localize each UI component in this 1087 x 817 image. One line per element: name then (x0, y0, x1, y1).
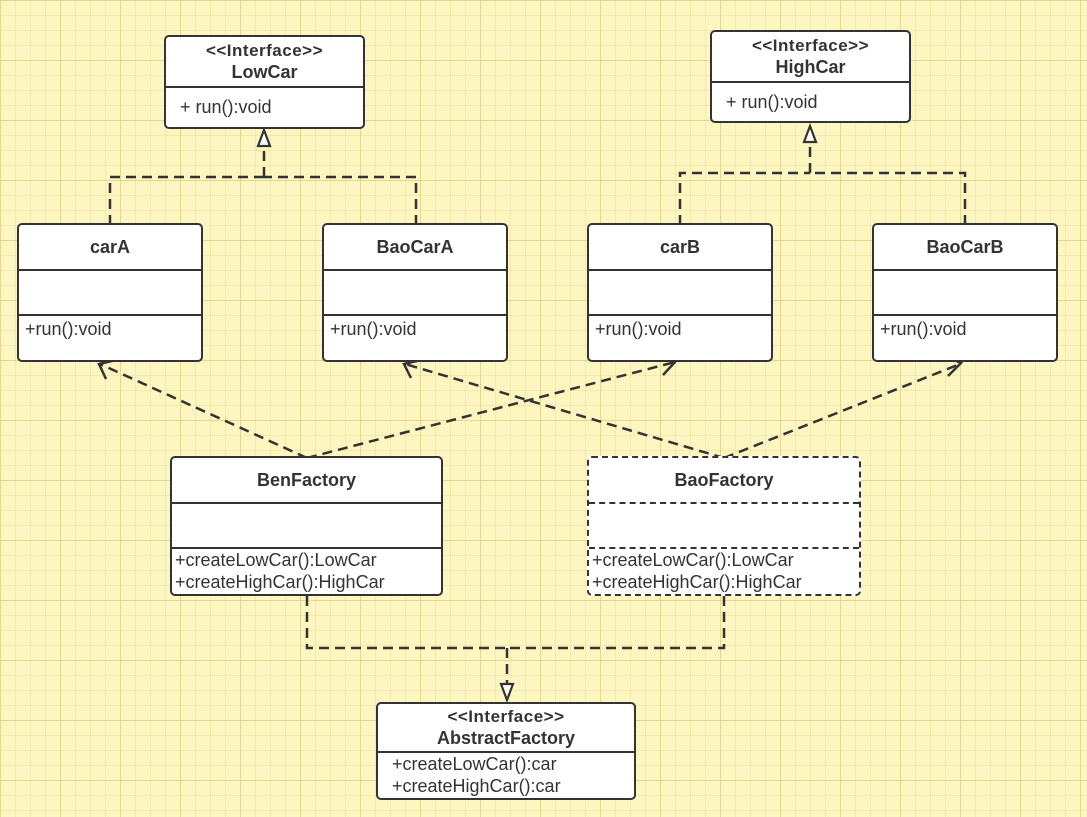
carb-attributes (589, 271, 771, 316)
baofactory-method-createhighcar: +createHighCar():HighCar (592, 572, 802, 592)
baocarb-method-run: +run():void (880, 319, 967, 339)
arrowhead-highcar (802, 122, 818, 144)
lowcar-name: LowCar (231, 61, 298, 82)
baocara-title: BaoCarA (324, 225, 506, 271)
abstractfactory-interface-box[interactable]: <<Interface>> AbstractFactory +createLow… (376, 702, 636, 800)
abstractfactory-title: <<Interface>> AbstractFactory (378, 704, 634, 753)
realization-baocarb-to-highcar (810, 171, 967, 225)
abstractfactory-stereotype: <<Interface>> (447, 706, 565, 726)
carb-methods: +run():void (589, 316, 771, 340)
benfactory-method-createlowcar: +createLowCar():LowCar (175, 550, 377, 570)
highcar-stereotype: <<Interface>> (751, 35, 870, 55)
benfactory-name: BenFactory (256, 470, 357, 490)
carb-class-box[interactable]: carB +run():void (587, 223, 773, 362)
arrowhead-abstractfactory (499, 682, 515, 704)
baocara-methods: +run():void (324, 316, 506, 340)
lowcar-method-run: + run():void (180, 97, 272, 117)
abstractfactory-method-createhighcar: +createHighCar():car (392, 776, 561, 796)
baocara-method-run: +run():void (330, 319, 417, 339)
realization-benfactory-to-abstractfactory (305, 596, 507, 650)
dependency-baofactory-baocarb (723, 362, 961, 460)
benfactory-method-createhighcar: +createHighCar():HighCar (175, 572, 385, 592)
abstractfactory-method-createlowcar: +createLowCar():car (392, 754, 557, 774)
cara-methods: +run():void (19, 316, 201, 340)
cara-title: carA (19, 225, 201, 271)
lowcar-stereotype: <<Interface>> (205, 40, 324, 60)
benfactory-title: BenFactory (172, 458, 441, 504)
baofactory-methods: +createLowCar():LowCar +createHighCar():… (589, 549, 859, 593)
highcar-method-run: + run():void (726, 92, 818, 112)
baocara-attributes (324, 271, 506, 316)
lowcar-title: <<Interface>> LowCar (166, 37, 363, 88)
baofactory-attributes (589, 504, 859, 549)
carb-name: carB (659, 237, 701, 257)
realization-carb-to-highcar (678, 171, 810, 225)
baocarb-methods: +run():void (874, 316, 1056, 340)
carb-title: carB (589, 225, 771, 271)
dependency-baofactory-baocara (404, 362, 725, 460)
dependency-benfactory-carb (306, 360, 676, 460)
realization-baofactory-to-abstractfactory (507, 596, 726, 650)
benfactory-attributes (172, 504, 441, 549)
lowcar-interface-box[interactable]: <<Interface>> LowCar + run():void (164, 35, 365, 129)
cara-method-run: +run():void (25, 319, 112, 339)
cara-class-box[interactable]: carA +run():void (17, 223, 203, 362)
baocara-name: BaoCarA (376, 237, 454, 257)
baocara-class-box[interactable]: BaoCarA +run():void (322, 223, 508, 362)
arrowhead-lowcar (256, 126, 272, 148)
baofactory-class-box[interactable]: BaoFactory +createLowCar():LowCar +creat… (587, 456, 861, 596)
highcar-interface-box[interactable]: <<Interface>> HighCar + run():void (710, 30, 911, 123)
carb-method-run: +run():void (595, 319, 682, 339)
baofactory-method-createlowcar: +createLowCar():LowCar (592, 550, 794, 570)
highcar-methods: + run():void (712, 83, 909, 113)
open-arrowhead-baocara (402, 358, 422, 379)
dependency-benfactory-cara (99, 362, 308, 460)
cara-attributes (19, 271, 201, 316)
realization-baocara-to-lowcar (264, 175, 418, 225)
benfactory-methods: +createLowCar():LowCar +createHighCar():… (172, 549, 441, 593)
baocarb-class-box[interactable]: BaoCarB +run():void (872, 223, 1058, 362)
abstractfactory-methods: +createLowCar():car +createHighCar():car (378, 753, 634, 797)
baocarb-title: BaoCarB (874, 225, 1056, 271)
highcar-title: <<Interface>> HighCar (712, 32, 909, 83)
realization-cara-to-lowcar (108, 175, 264, 225)
abstractfactory-name: AbstractFactory (436, 727, 576, 748)
baocarb-name: BaoCarB (926, 237, 1004, 257)
highcar-name: HighCar (775, 56, 846, 77)
benfactory-class-box[interactable]: BenFactory +createLowCar():LowCar +creat… (170, 456, 443, 596)
lowcar-methods: + run():void (166, 88, 363, 118)
baofactory-name: BaoFactory (674, 470, 774, 490)
baofactory-title: BaoFactory (589, 458, 859, 504)
baocarb-attributes (874, 271, 1056, 316)
cara-name: carA (89, 237, 131, 257)
